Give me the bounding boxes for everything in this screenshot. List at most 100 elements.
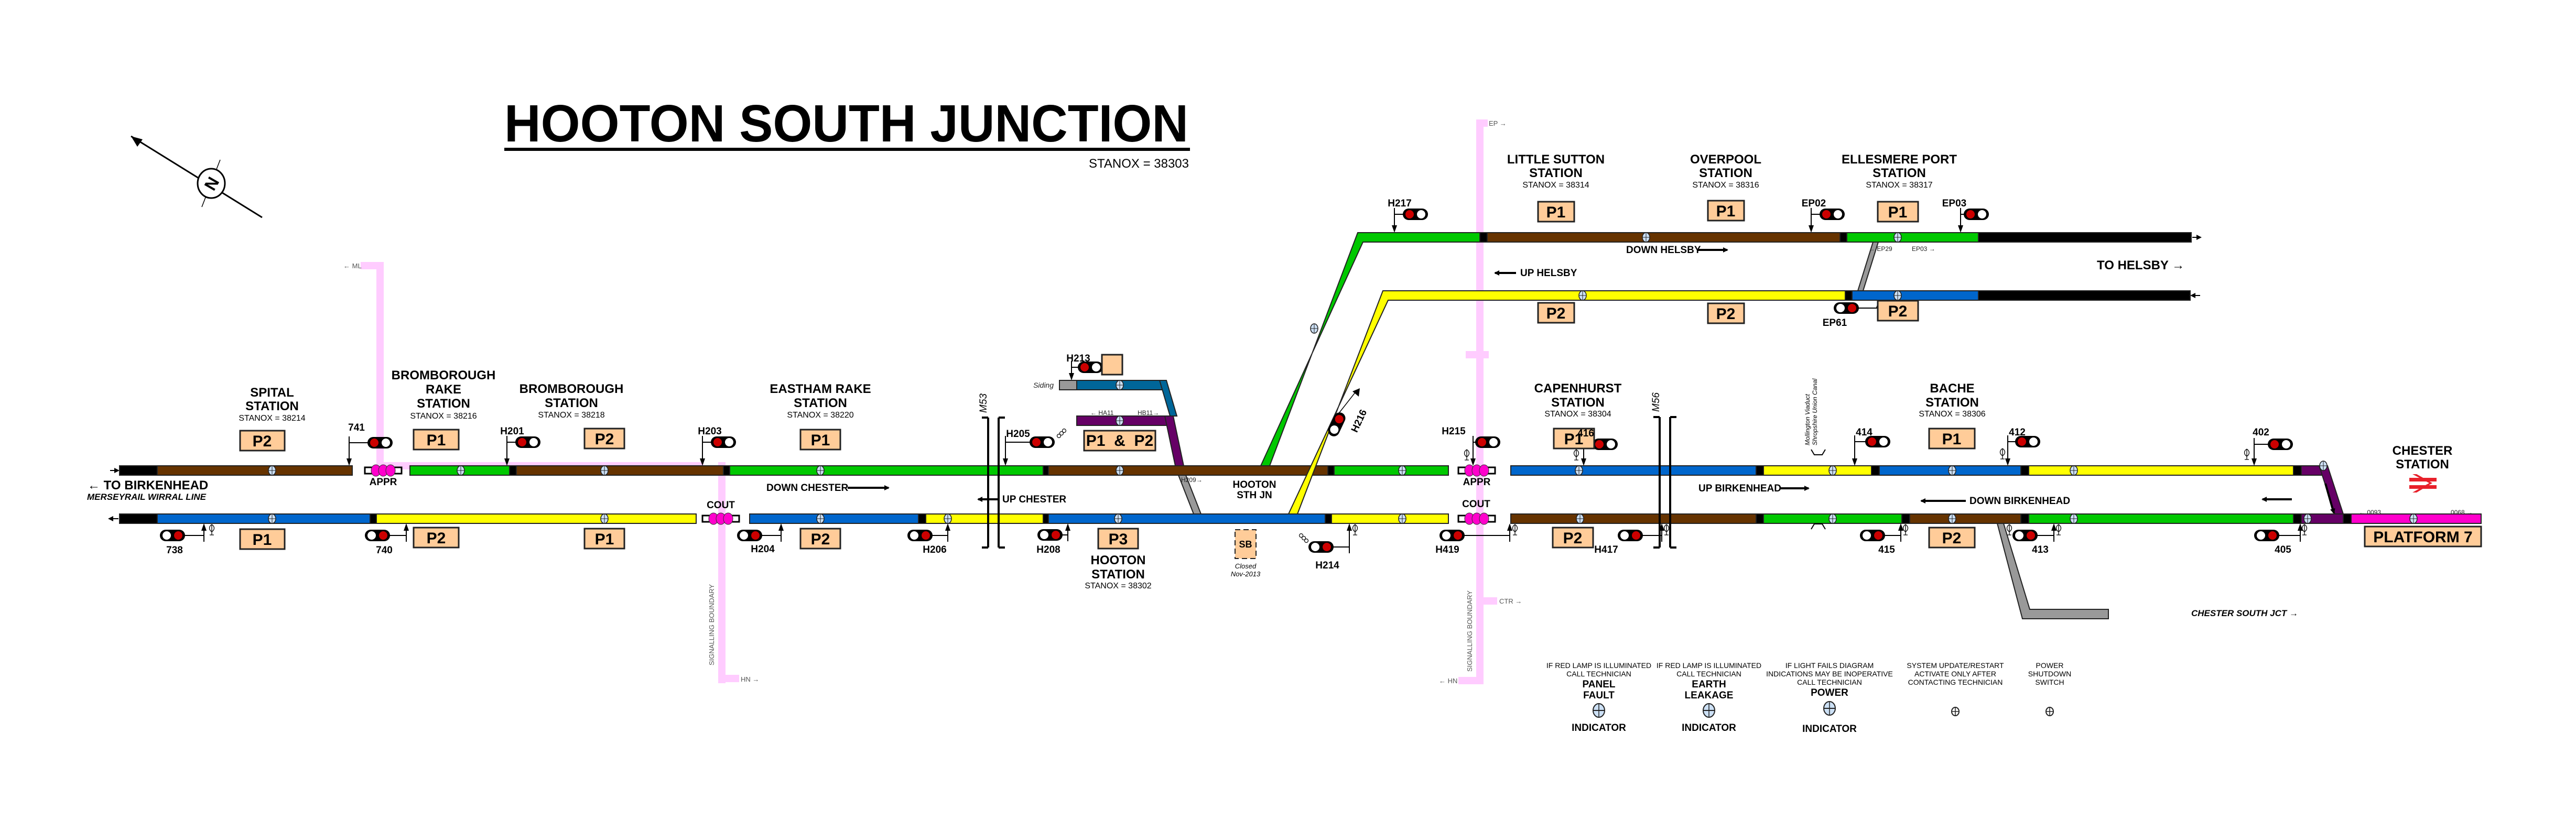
track-section[interactable]: [2343, 513, 2352, 524]
track-section[interactable]: [1334, 465, 1449, 476]
station-name: STATION: [545, 396, 598, 410]
signal-h213[interactable]: [1069, 361, 1103, 380]
signal-h208[interactable]: [1037, 523, 1070, 541]
track-section[interactable]: [119, 513, 158, 524]
signal-h419[interactable]: [1439, 523, 1512, 542]
track-section[interactable]: [1756, 465, 1764, 476]
signal-415[interactable]: [1860, 523, 1903, 542]
signal-lamp: [1052, 531, 1060, 539]
track-section[interactable]: [2028, 513, 2294, 524]
track-section[interactable]: [1325, 513, 1332, 524]
signal-h201[interactable]: [504, 436, 540, 466]
track-section[interactable]: [1978, 290, 2191, 301]
track-section[interactable]: [1043, 513, 1049, 524]
level-crossing-icon[interactable]: [364, 464, 403, 477]
track-section[interactable]: [1763, 465, 1872, 476]
signal-414[interactable]: [1852, 435, 1890, 466]
track-section[interactable]: [2020, 513, 2029, 524]
signal-ep03[interactable]: [1958, 208, 1989, 233]
level-crossing-icon[interactable]: [1457, 464, 1496, 477]
signal-412[interactable]: [2005, 435, 2040, 466]
tpws-icon: [2244, 448, 2250, 460]
signal-738[interactable]: [160, 523, 207, 542]
level-crossing-icon[interactable]: [701, 512, 740, 525]
signal-h214[interactable]: [1308, 523, 1352, 553]
signal-402[interactable]: [2252, 438, 2293, 466]
earth-leakage-lamp-icon[interactable]: [1703, 703, 1715, 718]
signal-405[interactable]: [2254, 523, 2303, 542]
track-section[interactable]: [1487, 232, 1841, 243]
track-circuit-label: EP03 →: [1912, 245, 1935, 253]
track-section[interactable]: [2293, 513, 2302, 524]
signal-arrow: [201, 523, 207, 531]
track-section[interactable]: [723, 465, 730, 476]
panel-fault-lamp-icon[interactable]: [1593, 703, 1605, 718]
signal-label-ep03: EP03: [1942, 198, 1966, 209]
track-section[interactable]: [1510, 513, 1757, 524]
track-section[interactable]: [1331, 513, 1449, 524]
crossover-hooton[interactable]: [1177, 475, 1202, 514]
siding-connection[interactable]: [1159, 380, 1178, 417]
track-section[interactable]: [1846, 232, 1979, 243]
signal-lamp: [1879, 437, 1888, 446]
track-section[interactable]: [1048, 465, 1328, 476]
track-section[interactable]: [1048, 513, 1326, 524]
indicator-earth-leakage: IF RED LAMP IS ILLUMINATED CALL TECHNICI…: [1657, 661, 1761, 734]
track-section[interactable]: [1479, 232, 1488, 243]
track-section[interactable]: [2028, 465, 2294, 476]
track-section[interactable]: [157, 513, 371, 524]
power-shutdown-switch-icon[interactable]: [2045, 707, 2054, 716]
signal-h216[interactable]: [1326, 411, 1347, 439]
track-section[interactable]: [1839, 232, 1847, 243]
track-section[interactable]: [509, 465, 517, 476]
signal-h203[interactable]: [700, 436, 736, 466]
level-crossing-label-cout: COUT: [1462, 499, 1490, 510]
track-section[interactable]: [2293, 465, 2302, 476]
level-crossing-icon[interactable]: [1457, 512, 1496, 525]
station-stanox: STANOX = 38306: [1919, 410, 1985, 419]
signal-h417[interactable]: [1618, 523, 1664, 542]
track-section[interactable]: [1845, 290, 1853, 301]
signal-413[interactable]: [2012, 523, 2057, 542]
signal-741[interactable]: [347, 436, 393, 466]
track-section[interactable]: [157, 465, 353, 476]
signal-ep61[interactable]: [1834, 300, 1881, 314]
track-section[interactable]: [1978, 232, 2192, 243]
power-lamp-icon[interactable]: [1823, 701, 1836, 716]
track-section[interactable]: [1756, 513, 1764, 524]
track-section[interactable]: [918, 513, 926, 524]
signal-h215[interactable]: [1470, 436, 1500, 466]
branch-chester-south-jct[interactable]: [1996, 523, 2109, 619]
track-section[interactable]: [119, 465, 158, 476]
signal-lamp: [382, 439, 390, 447]
track-circuit-indicator-icon: [1948, 465, 1956, 476]
track-section[interactable]: [925, 513, 1044, 524]
track-section[interactable]: [729, 465, 1044, 476]
signal-ep02[interactable]: [1809, 208, 1845, 233]
track-section[interactable]: [2020, 465, 2029, 476]
track-section[interactable]: [370, 513, 377, 524]
track-section[interactable]: [376, 513, 697, 524]
track-circuit-indicator-icon: [1310, 323, 1318, 334]
bay-connection[interactable]: [1164, 415, 1185, 466]
signal-h204[interactable]: [737, 523, 784, 542]
signal-lamp: [1417, 210, 1425, 218]
signal-h206[interactable]: [907, 523, 950, 542]
system-restart-button-icon[interactable]: [1951, 707, 1960, 716]
track-section[interactable]: [1327, 465, 1335, 476]
crossover-ellesmere[interactable]: [1857, 242, 1879, 291]
track-section[interactable]: [1871, 465, 1880, 476]
track-section[interactable]: [1043, 465, 1049, 476]
page-title: HOOTON SOUTH JUNCTION: [504, 94, 1188, 153]
signal-h205[interactable]: [1003, 436, 1055, 466]
track-section[interactable]: [1901, 513, 1910, 524]
station-ellesmere-port: ELLESMERE PORT STATION STANOX = 38317: [1842, 152, 1957, 190]
signal-h217[interactable]: [1392, 208, 1428, 233]
signal-740[interactable]: [365, 523, 409, 542]
track-section[interactable]: [516, 465, 724, 476]
track-section[interactable]: [1059, 380, 1077, 390]
track-section[interactable]: [1909, 513, 2021, 524]
track-section[interactable]: [749, 513, 919, 524]
track-section[interactable]: [1510, 465, 1757, 476]
track-section[interactable]: [1852, 290, 1979, 301]
